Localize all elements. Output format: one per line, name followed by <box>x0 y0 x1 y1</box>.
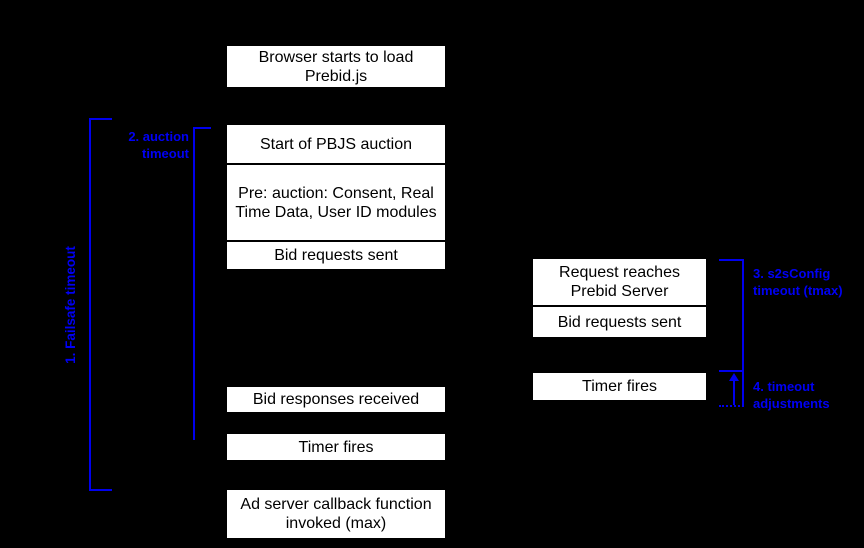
s2s-config-timeout-label: 3. s2sConfig timeout (tmax) <box>753 266 843 298</box>
failsafe-timeout-bracket <box>89 118 112 491</box>
s2s-timeout-bracket <box>719 259 744 372</box>
failsafe-timeout-label: 1. Failsafe timeout <box>63 246 78 364</box>
bid-responses-received-box: Bid responses received <box>227 387 445 412</box>
bid-requests-sent-client-box: Bid requests sent <box>227 242 445 269</box>
timeout-adjustments-label: 4. timeout adjustments <box>753 379 830 411</box>
auction-timeout-label: 2. auction timeout <box>128 129 189 161</box>
timeout-adjustment-dotted-bracket <box>719 372 744 407</box>
timer-fires-client-box: Timer fires <box>227 434 445 460</box>
auction-timeout-bracket <box>193 127 211 440</box>
request-reaches-server-box: Request reaches Prebid Server <box>533 259 706 305</box>
ad-server-callback-box: Ad server callback function invoked (max… <box>227 490 445 538</box>
start-auction-box: Start of PBJS auction <box>227 125 445 163</box>
bid-requests-sent-server-box: Bid requests sent <box>533 307 706 337</box>
up-arrow-icon <box>733 380 735 405</box>
up-arrow-head-icon <box>729 373 739 381</box>
browser-load-box: Browser starts to load Prebid.js <box>227 46 445 87</box>
pre-auction-modules-box: Pre: auction: Consent, Real Time Data, U… <box>227 165 445 240</box>
timer-fires-server-box: Timer fires <box>533 373 706 400</box>
